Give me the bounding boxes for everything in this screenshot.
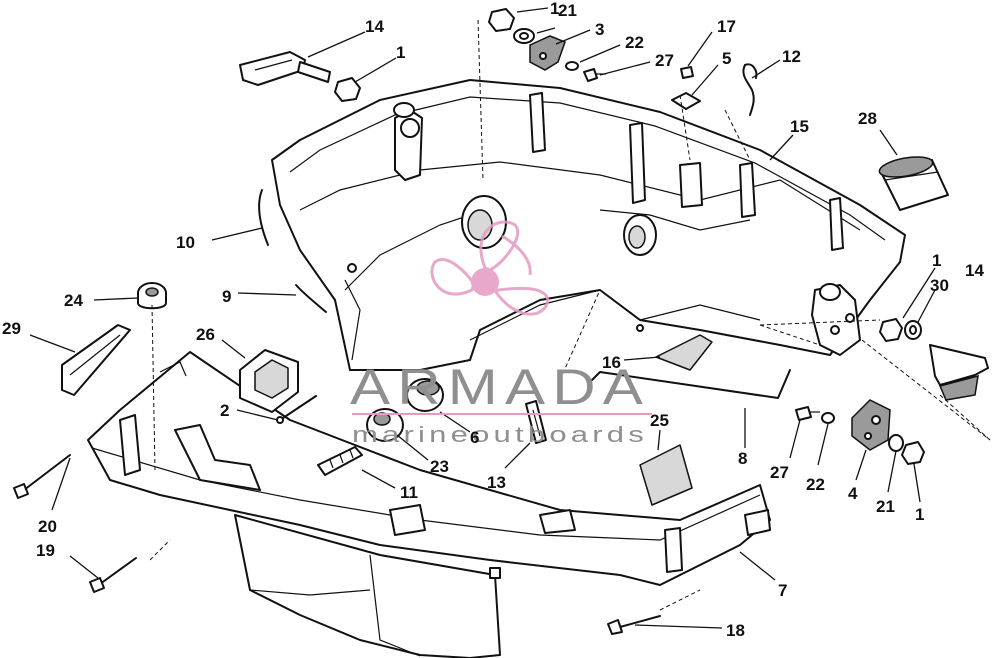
callout-16: 16 <box>602 353 621 372</box>
callout-6: 6 <box>470 428 479 447</box>
grommet-6 <box>406 378 444 412</box>
latch-bracket-top <box>529 35 566 71</box>
callout-13: 13 <box>487 473 506 492</box>
callout-7: 7 <box>778 581 787 600</box>
callout-28: 28 <box>858 109 877 128</box>
screw-washer-top <box>565 61 606 82</box>
callout-29: 29 <box>2 319 21 338</box>
callout-1-bottom-right: 1 <box>915 505 924 524</box>
callout-10: 10 <box>176 233 195 252</box>
callout-18: 18 <box>726 621 745 640</box>
callout-1-top: 1 <box>550 0 559 18</box>
clip-9 <box>295 284 327 313</box>
callout-22-top: 22 <box>625 33 644 52</box>
nut-upper-left <box>334 77 361 102</box>
clip-top <box>671 66 701 110</box>
alignment-lines <box>149 19 991 611</box>
bracket-lower-right <box>795 399 925 465</box>
callout-25: 25 <box>650 411 669 430</box>
latch-handle-right <box>929 344 989 401</box>
callout-15: 15 <box>790 117 809 136</box>
latch-handle-upper-left <box>239 51 331 86</box>
grommet-block-26 <box>239 349 299 413</box>
callout-9: 9 <box>222 287 231 306</box>
callout-27-top: 27 <box>655 51 674 70</box>
callout-27-right: 27 <box>770 463 789 482</box>
nut-top-center <box>488 8 535 44</box>
grommet-23 <box>366 408 404 442</box>
callout-1-left: 1 <box>396 43 405 62</box>
callout-24: 24 <box>64 291 83 310</box>
callout-12: 12 <box>782 47 801 66</box>
callout-17: 17 <box>717 17 736 36</box>
sleeve-28 <box>878 156 949 211</box>
armada-watermark: ARMADA marineoutboards <box>350 220 652 447</box>
callout-14-left: 14 <box>365 17 384 36</box>
pin-2 <box>279 395 317 421</box>
callout-14-right: 14 <box>965 261 984 280</box>
bolt-20 <box>13 454 71 499</box>
bolt-19 <box>89 557 137 593</box>
nut-right <box>879 318 922 342</box>
callout-1-right: 1 <box>932 251 941 270</box>
link-rod-8 <box>591 369 791 399</box>
callout-11: 11 <box>400 483 418 502</box>
stud-11 <box>317 446 363 476</box>
callout-26: 26 <box>196 325 215 344</box>
callout-30: 30 <box>930 276 949 295</box>
upper-cowl-pan <box>271 79 906 371</box>
propeller-icon <box>430 220 550 316</box>
leader-lines <box>29 7 936 629</box>
callout-2: 2 <box>220 401 229 420</box>
watermark-tagline: marineoutboards <box>352 422 648 447</box>
watermark-brand: ARMADA <box>350 359 650 415</box>
callout-20: 20 <box>38 517 57 536</box>
clip-10 <box>258 189 269 246</box>
pad-16 <box>655 334 713 371</box>
callout-8: 8 <box>738 449 747 468</box>
seal-strip-29 <box>61 324 131 396</box>
cover-25 <box>639 444 693 506</box>
callout-22-right: 22 <box>806 475 825 494</box>
callout-5: 5 <box>722 49 731 68</box>
hairpin-clip <box>742 63 758 116</box>
callout-4: 4 <box>848 484 858 503</box>
callout-21-right: 21 <box>876 497 895 516</box>
lower-cowl <box>87 351 771 658</box>
callout-19: 19 <box>36 541 55 560</box>
callout-3: 3 <box>595 20 604 39</box>
grommet-24 <box>137 282 167 310</box>
callout-labels: 1 21 3 22 17 5 27 12 14 1 15 28 10 9 1 1… <box>2 0 984 640</box>
callout-21-top: 21 <box>558 1 577 20</box>
bolt-18 <box>607 615 661 635</box>
callout-23: 23 <box>430 457 449 476</box>
